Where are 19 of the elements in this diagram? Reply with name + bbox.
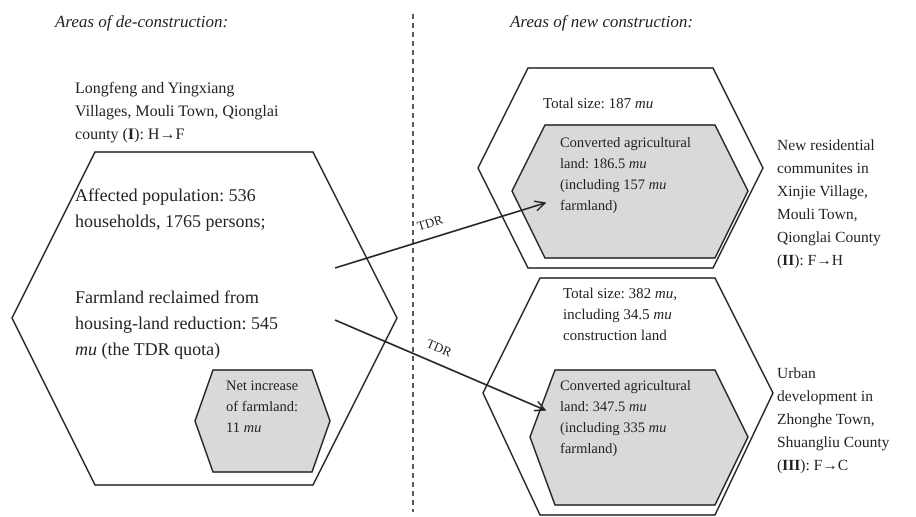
node-text: Affected population: 536 households, 1765 persons; [75, 184, 266, 233]
node-text: Farmland reclaimed from housing-land reduction: 545 mu (the TDR quota) [75, 286, 279, 361]
section-heading: Areas of de-construction: [55, 12, 228, 32]
node-text: Net increase of farmland: 11 mu [226, 377, 300, 438]
inner-hexagon [195, 370, 330, 472]
place-description: Urban development in Zhonghe Town, Shuangliu County (III): F→C [777, 364, 890, 476]
hexagon-area [483, 278, 773, 515]
node-text: Converted agricultural land: 347.5 mu (including 335 mu farmland) [560, 377, 692, 459]
place-description: New residential communites in Xinjie Village, Mouli Town, Qionglai County (II): F→H [777, 136, 882, 271]
node-text: Total size: 382 mu, including 34.5 mu construction land [563, 285, 678, 346]
node-text: Converted agricultural land: 186.5 mu (including 157 mu farmland) [560, 134, 692, 216]
arrow [334, 319, 546, 412]
place-heading: Longfeng and Yingxiang Villages, Mouli Town, Qionglai county (I): H→F [75, 79, 280, 145]
arrow [334, 200, 546, 269]
section-heading: Areas of new construction: [510, 12, 694, 32]
hexagon-area [478, 68, 763, 268]
inner-hexagon [512, 125, 748, 258]
inner-hexagon [530, 370, 748, 505]
node-text: Total size: 187 mu [543, 95, 654, 114]
